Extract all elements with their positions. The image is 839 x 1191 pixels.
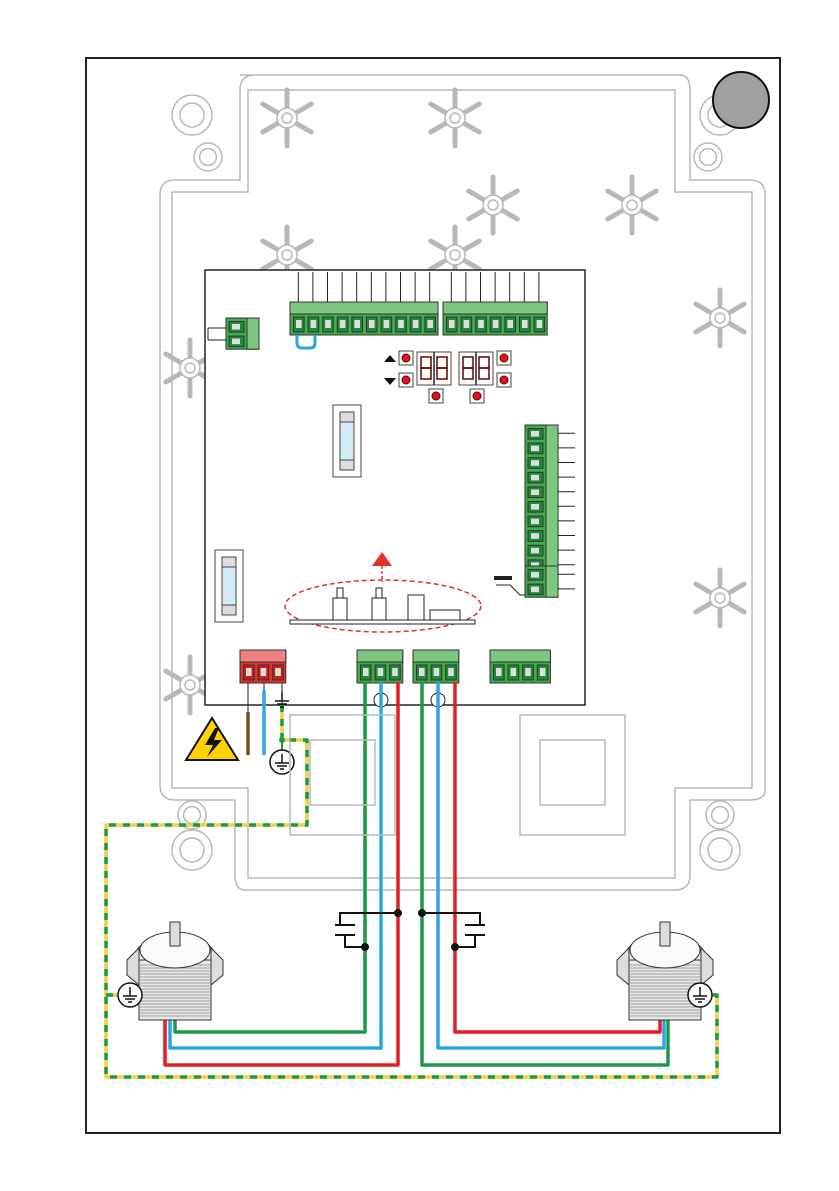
mounting-boss (466, 174, 520, 236)
ground-icon (117, 982, 143, 1008)
power-terminal[interactable] (239, 649, 287, 684)
mounting-boss (693, 287, 747, 349)
mounting-boss (428, 224, 482, 286)
lightning-icon (205, 728, 222, 757)
capacitor-right (418, 909, 485, 951)
mounting-boss (605, 174, 659, 236)
enclosure-outline (159, 74, 766, 891)
motor2-terminal[interactable] (412, 649, 460, 684)
left-connector-lead (207, 327, 226, 341)
terminal-block-limit[interactable] (524, 565, 575, 598)
ground-icon (269, 749, 295, 775)
arrow-up-icon (372, 552, 392, 566)
fuse-top (332, 404, 362, 478)
mounting-boss (428, 87, 482, 149)
page-frame (85, 57, 781, 1134)
screw-hole (705, 800, 735, 830)
terminal-block-top-a[interactable] (289, 272, 439, 336)
motor-shaft (659, 921, 671, 947)
enclosure-screws (171, 94, 741, 871)
motor-2 (616, 921, 714, 1021)
control-board (204, 269, 586, 706)
ground-icon (687, 982, 713, 1008)
screw-hole (193, 142, 223, 172)
screw-hole (171, 94, 213, 136)
transformer-frames (289, 714, 626, 836)
badge-circle (712, 71, 770, 129)
screw-hole (171, 829, 213, 871)
motor-1 (126, 921, 224, 1021)
mounting-boss (693, 567, 747, 629)
ground-icon (275, 692, 289, 708)
mounting-boss (260, 224, 314, 286)
jumper-bridge (295, 335, 317, 350)
aux-terminal[interactable] (489, 649, 551, 684)
mounting-boss (260, 87, 314, 149)
fuse-main (214, 549, 244, 623)
screw-hole (693, 142, 723, 172)
terminal-block-left[interactable] (225, 317, 260, 350)
arrow-up-icon (384, 355, 396, 362)
arrow-down-icon (384, 378, 396, 385)
terminal-block-right[interactable] (524, 424, 575, 574)
screw-hole (699, 829, 741, 871)
motor1-terminal[interactable] (356, 649, 404, 684)
display-panel (384, 350, 512, 404)
terminal-blocks[interactable] (225, 272, 575, 712)
screw-hole (177, 800, 207, 830)
motors (126, 921, 714, 1021)
motor-shaft (169, 921, 181, 947)
warning-triangle (184, 716, 240, 761)
ground-symbols (117, 692, 713, 1008)
capacitor-left (335, 909, 402, 951)
terminal-block-top-b[interactable] (442, 272, 548, 336)
trimmer-area-highlight (284, 552, 482, 633)
